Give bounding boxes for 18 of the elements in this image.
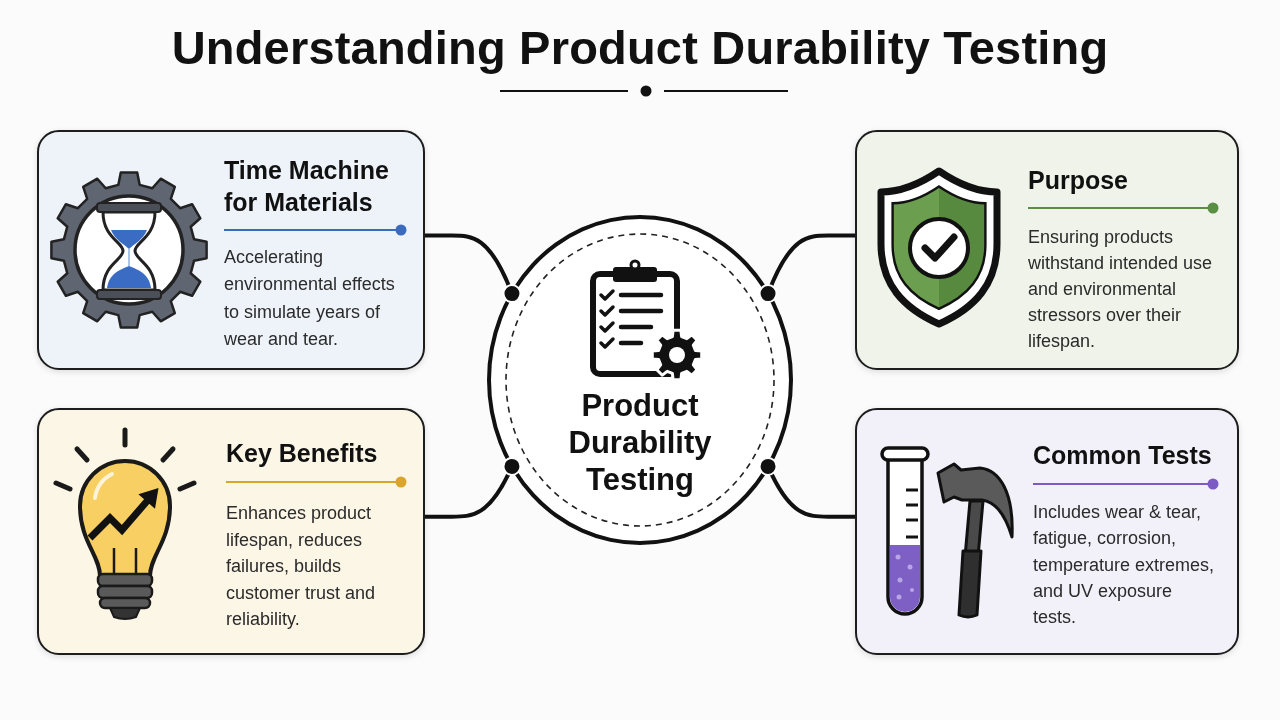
diagram-title: Understanding Product Durability Testing <box>171 20 1109 76</box>
card-description: Includes wear & tear, fatigue, corrosion, temperature extremes, and UV exposure tests. <box>1033 501 1216 629</box>
card-description: Enhances product lifespan, reduces failures, builds customer trust and reliability. <box>226 502 377 631</box>
card-description: Accelerating environmental effects to simulate years of wear and tear. <box>224 246 396 351</box>
card-heading: Time Machine for Materials <box>224 155 390 218</box>
connector-line <box>758 456 855 519</box>
connector-line <box>758 233 855 304</box>
card-heading: Key Benefits <box>226 438 378 469</box>
info-card <box>37 130 425 370</box>
connector-line <box>425 456 522 519</box>
connector-line <box>425 233 522 304</box>
info-card <box>37 408 425 655</box>
card-heading: Common Tests <box>1033 440 1212 471</box>
info-card <box>855 408 1239 655</box>
hub-title: Product Durability Testing <box>567 387 713 498</box>
info-card <box>855 130 1239 370</box>
card-heading: Purpose <box>1028 165 1129 196</box>
card-description: Ensuring products withstand intended use and environmental stressors over their lifespan. <box>1028 226 1214 353</box>
